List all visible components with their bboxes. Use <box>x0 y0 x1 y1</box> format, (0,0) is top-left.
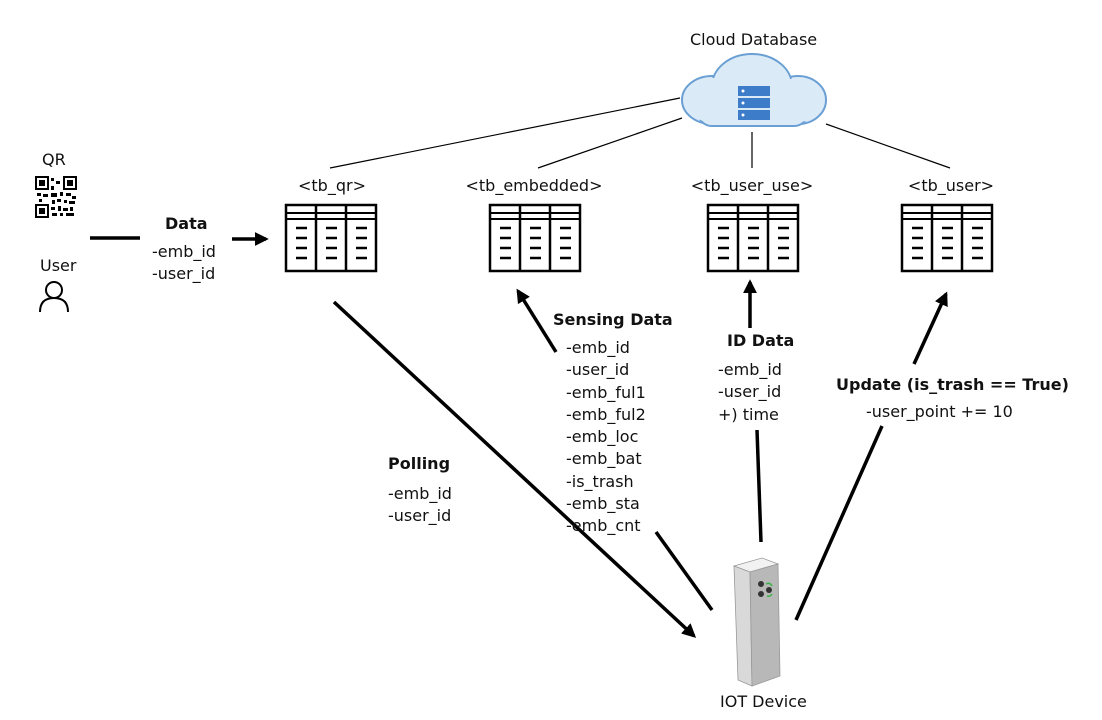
user-label: User <box>40 256 77 275</box>
tb-embedded-label: <tb_embedded> <box>465 176 603 195</box>
field-item: +) time <box>718 404 779 424</box>
polling-arrow <box>332 300 697 638</box>
cloud-to-tb-embedded-line <box>537 117 683 169</box>
field-item: -user_id <box>718 382 782 402</box>
qr-code-icon <box>35 176 77 218</box>
update-fields: -user_point += 10 <box>866 401 1013 423</box>
tb-qr-label: <tb_qr> <box>298 176 366 195</box>
tb-embedded-table-icon <box>488 203 582 273</box>
tb-qr-table-icon <box>284 203 378 273</box>
field-item: -emb_id <box>566 338 630 357</box>
polling-fields: -emb_id -user_id <box>388 483 452 528</box>
tb-user-use-label: <tb_user_use> <box>690 176 814 195</box>
update-title: Update (is_trash == True) <box>836 375 1069 394</box>
field-item: -is_trash <box>566 471 634 491</box>
sensing-data-title: Sensing Data <box>553 310 673 329</box>
cloud-database-label: Cloud Database <box>690 30 818 49</box>
tb-user-table-icon <box>900 203 994 273</box>
tb-user-label: <tb_user> <box>907 176 995 195</box>
cloud-to-tb-qr-line <box>329 97 681 169</box>
field-item: -user_id <box>152 264 216 284</box>
field-item: -emb_ful2 <box>566 404 646 424</box>
field-item: -emb_loc <box>566 427 639 447</box>
update-arrow-lower <box>794 425 884 621</box>
sensing-arrow-lower <box>654 530 714 612</box>
field-item: -emb_id <box>152 242 216 261</box>
data-flow-fields: -emb_id -user_id <box>152 241 216 286</box>
field-item: -user_id <box>388 506 452 526</box>
sensing-data-fields: -emb_id -user_id -emb_ful1 -emb_ful2 -em… <box>566 337 646 538</box>
field-item: -emb_cnt <box>566 516 641 536</box>
id-data-fields: -emb_id -user_id +) time <box>718 359 782 426</box>
field-item: -emb_id <box>388 484 452 503</box>
field-item: -emb_ful1 <box>566 382 646 402</box>
polling-title: Polling <box>388 454 451 473</box>
id-data-arrow-lower <box>755 429 763 543</box>
field-item: -emb_sta <box>566 494 640 514</box>
field-item: -emb_id <box>718 360 782 379</box>
user-icon <box>39 281 69 313</box>
iot-device-icon <box>732 557 781 687</box>
id-data-title: ID Data <box>727 331 795 350</box>
sensing-arrow-upper <box>516 288 558 353</box>
field-item: -user_point += 10 <box>866 402 1013 421</box>
iot-device-label: IOT Device <box>720 692 807 711</box>
cloud-database-icon <box>681 53 827 127</box>
data-flow-title: Data <box>165 214 208 233</box>
update-arrow-upper <box>912 291 948 365</box>
tb-user-use-table-icon <box>706 203 800 273</box>
cloud-to-tb-user-line <box>825 123 951 169</box>
field-item: -emb_bat <box>566 449 642 469</box>
qr-label: QR <box>42 150 66 169</box>
field-item: -user_id <box>566 360 630 380</box>
